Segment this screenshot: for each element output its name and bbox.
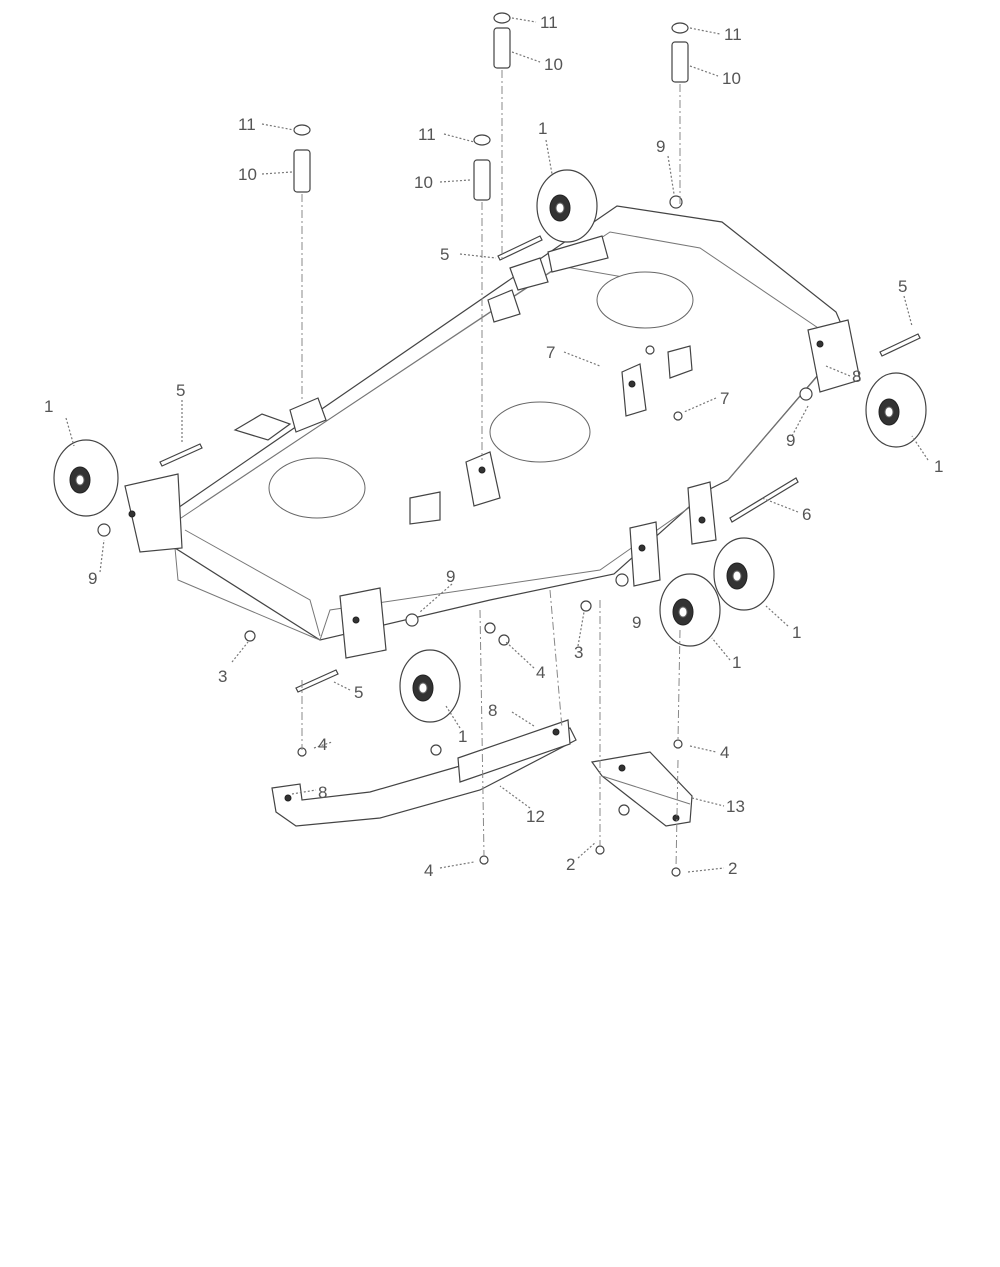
callout-12: 12 <box>526 807 545 826</box>
callout-11: 11 <box>418 125 436 144</box>
callout-4: 4 <box>424 861 433 880</box>
callout-4: 4 <box>318 735 327 754</box>
blade-opening-center <box>489 401 591 463</box>
caster-wheel-front-right-b <box>659 573 721 647</box>
front-bracket-12 <box>271 719 577 827</box>
callout-10: 10 <box>414 173 433 192</box>
callout-1: 1 <box>934 457 943 476</box>
callout-8: 8 <box>318 783 327 802</box>
mower-deck <box>124 205 861 659</box>
spacer-cap-set-a <box>493 12 511 69</box>
callout-9: 9 <box>656 137 665 156</box>
callout-10: 10 <box>544 55 563 74</box>
callout-9: 9 <box>446 567 455 586</box>
callout-1: 1 <box>792 623 801 642</box>
pins-and-bolts <box>159 235 921 693</box>
assembly-centerlines <box>301 70 681 869</box>
callout-4: 4 <box>720 743 729 762</box>
caster-wheel-front-right-a <box>713 537 775 611</box>
callout-5: 5 <box>176 381 185 400</box>
caster-wheel-front-left <box>53 439 119 517</box>
callout-9: 9 <box>88 569 97 588</box>
callout-11: 11 <box>238 115 256 134</box>
callout-7: 7 <box>546 343 555 362</box>
callout-8: 8 <box>488 701 497 720</box>
callout-3: 3 <box>574 643 583 662</box>
callout-9: 9 <box>786 431 795 450</box>
callout-5: 5 <box>354 683 363 702</box>
callout-11: 11 <box>724 25 742 44</box>
spacer-cap-set-c <box>293 124 311 193</box>
blade-opening-right <box>596 271 694 329</box>
caster-wheel-right <box>865 372 927 448</box>
callout-8: 8 <box>852 367 861 386</box>
hardware-nuts <box>97 195 813 646</box>
callout-3: 3 <box>218 667 227 686</box>
callout-1: 1 <box>732 653 741 672</box>
blade-opening-left <box>268 457 366 519</box>
callout-6: 6 <box>802 505 811 524</box>
rear-bracket-13 <box>590 751 693 827</box>
leader-lines <box>65 17 929 873</box>
callout-13: 13 <box>726 797 745 816</box>
callout-4: 4 <box>536 663 545 682</box>
spacer-cap-set-d <box>473 134 491 201</box>
callout-10: 10 <box>238 165 257 184</box>
bolts-2-4 <box>297 739 683 877</box>
callout-labels: 11 10 11 10 11 10 11 10 1 9 5 5 7 7 8 9 … <box>44 13 943 880</box>
callout-2: 2 <box>566 855 575 874</box>
callout-11: 11 <box>540 13 558 32</box>
spacer-cap-set-b <box>671 22 689 83</box>
callout-1: 1 <box>458 727 467 746</box>
callout-7: 7 <box>720 389 729 408</box>
callout-5: 5 <box>898 277 907 296</box>
caster-wheel-rear-left <box>536 169 598 243</box>
callout-1: 1 <box>44 397 53 416</box>
callout-5: 5 <box>440 245 449 264</box>
callout-1: 1 <box>538 119 547 138</box>
caster-wheel-front-center <box>399 649 461 723</box>
callout-9: 9 <box>632 613 641 632</box>
callout-10: 10 <box>722 69 741 88</box>
callout-2: 2 <box>728 859 737 878</box>
